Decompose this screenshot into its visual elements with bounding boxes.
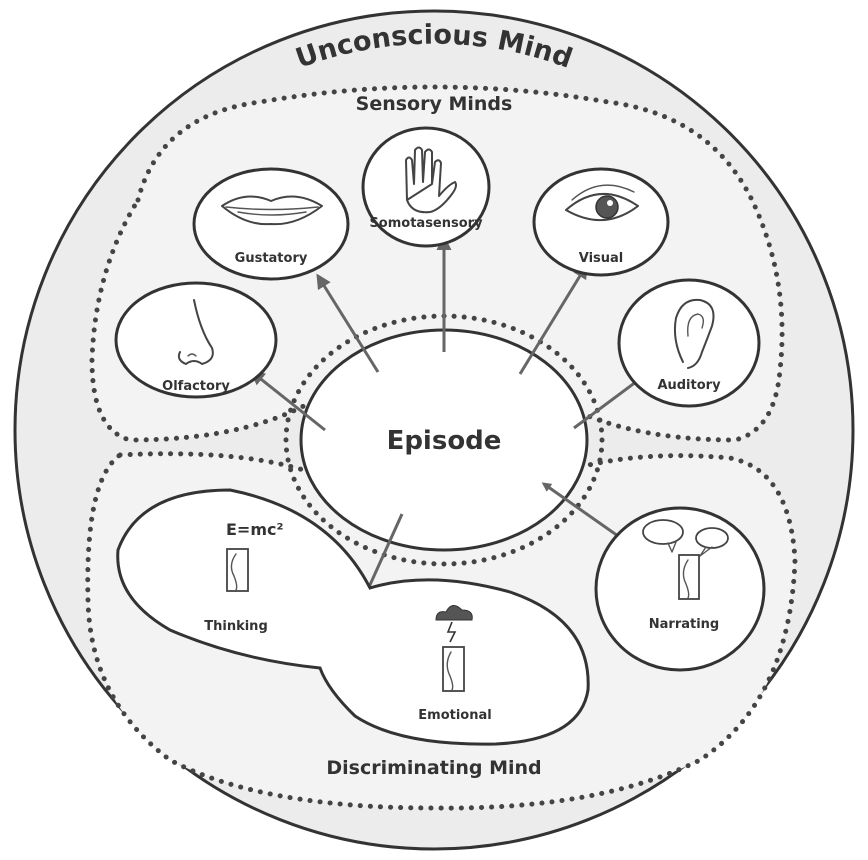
discriminating-mind-label: Discriminating Mind	[326, 757, 541, 779]
emotional-node: Emotional	[418, 605, 492, 723]
olfactory-node: Olfactory	[114, 281, 278, 399]
nose-icon	[177, 299, 214, 365]
lips-icon	[221, 195, 323, 226]
visual-node: Visual	[532, 167, 670, 277]
gustatory-node: Gustatory	[192, 167, 350, 281]
speech-bubbles-icon	[642, 519, 729, 557]
storm-cloud-icon	[435, 605, 473, 643]
somatosensory-label: Somotasensory	[369, 216, 483, 231]
thinking-face-icon	[226, 548, 249, 592]
ear-icon	[673, 298, 715, 369]
olfactory-label: Olfactory	[162, 379, 230, 394]
thinking-node: E=mc² Thinking	[204, 520, 283, 634]
sensory-minds-label: Sensory Minds	[356, 93, 513, 115]
hand-icon	[405, 146, 457, 214]
emotional-face-icon	[442, 646, 465, 692]
eye-icon	[565, 184, 639, 221]
thinking-label: Thinking	[204, 619, 268, 634]
auditory-label: Auditory	[657, 378, 721, 393]
narrating-label: Narrating	[649, 617, 719, 632]
narrating-node: Narrating	[594, 506, 766, 672]
auditory-node: Auditory	[617, 278, 761, 408]
arrow-to-gustatory	[316, 273, 380, 373]
arrow-to-visual	[518, 263, 588, 375]
visual-label: Visual	[579, 251, 624, 266]
arrow-to-olfactory	[249, 370, 326, 432]
arrow-from-narrating	[541, 482, 629, 545]
emotional-label: Emotional	[418, 708, 491, 723]
episode-label: Episode	[387, 426, 502, 456]
somatosensory-node: Somotasensory	[361, 126, 491, 248]
gustatory-label: Gustatory	[235, 251, 308, 266]
thinking-emotional-blob	[116, 488, 590, 746]
narrating-face-icon	[678, 554, 700, 600]
formula-text: E=mc²	[226, 520, 284, 539]
